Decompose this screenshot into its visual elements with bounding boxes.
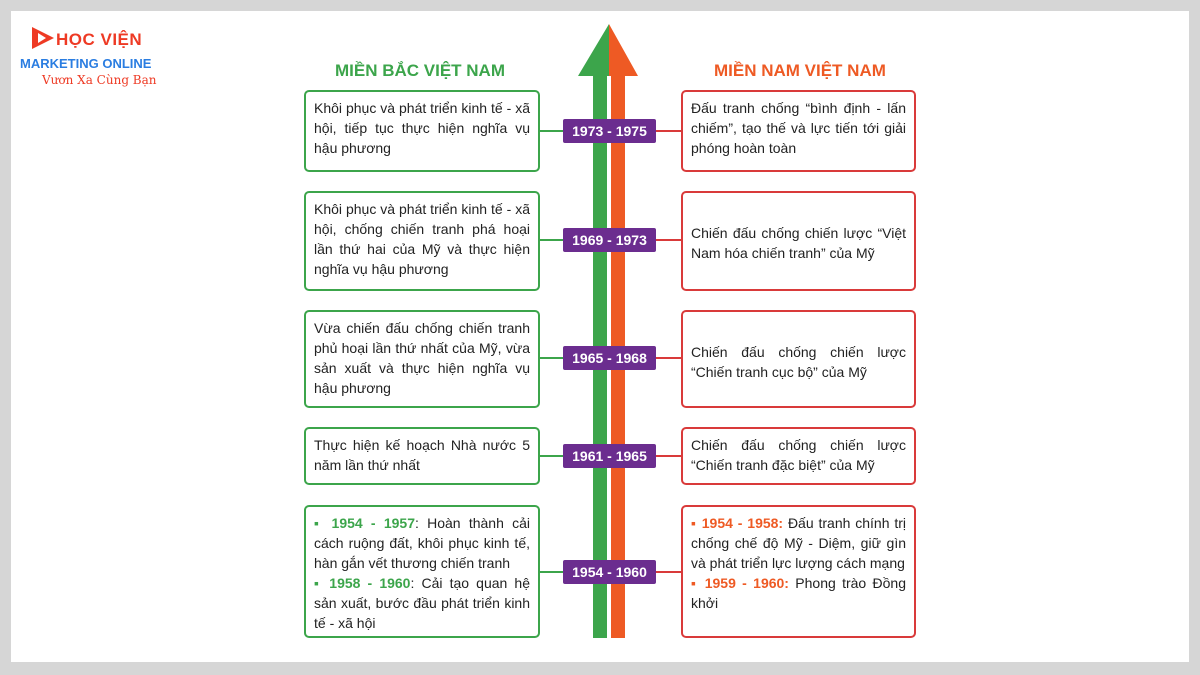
logo: HỌC VIỆN MARKETING ONLINE Vươn Xa Cùng B… [20,22,190,92]
south-box-1969-1973: Chiến đấu chống chiến lược “Việt Nam hóa… [681,191,916,291]
logo-slogan: Vươn Xa Cùng Bạn [42,73,157,87]
connector-right-3 [655,357,683,359]
period-badge: 1954 - 1960 [563,560,656,584]
north-item-text: : Cải tạo quan hệ sản xuất, bước đầu phá… [314,575,530,631]
north-item-text: : Hoàn thành cải cách ruộng đất, khôi ph… [314,515,530,571]
south-header: MIỀN NAM VIỆT NAM [714,61,886,80]
south-box-1965-1968: Chiến đấu chống chiến lược “Chiến tranh … [681,310,916,408]
south-item-text: Đấu tranh chính trị chống chế độ Mỹ - Di… [691,515,906,571]
south-box-1961-1965: Chiến đấu chống chiến lược “Chiến tranh … [681,427,916,485]
north-box-1954-1960: ▪ 1954 - 1957: Hoàn thành cải cách ruộng… [304,505,540,638]
south-item-year: ▪ 1959 - 1960: [691,575,789,591]
north-item-year: ▪ 1958 - 1960 [314,575,411,591]
connector-left-1 [540,130,564,132]
connector-right-2 [655,239,683,241]
logo-title: HỌC VIỆN [56,30,143,49]
south-item-year: ▪ 1954 - 1958: [691,515,784,531]
period-badge: 1961 - 1965 [563,444,656,468]
south-box-1954-1960: ▪ 1954 - 1958: Đấu tranh chính trị chống… [681,505,916,638]
north-list-item: ▪ 1958 - 1960: Cải tạo quan hệ sản xuất,… [314,573,530,633]
connector-left-5 [540,571,564,573]
north-header: MIỀN BẮC VIỆT NAM [335,61,505,80]
connector-left-2 [540,239,564,241]
play-logo-icon [32,27,54,49]
connector-right-5 [655,571,683,573]
period-badge: 1973 - 1975 [563,119,656,143]
connector-left-4 [540,455,564,457]
period-badge: 1965 - 1968 [563,346,656,370]
period-badge: 1969 - 1973 [563,228,656,252]
connector-right-1 [655,130,683,132]
logo-subtitle: MARKETING ONLINE [20,56,152,71]
south-list-item: ▪ 1959 - 1960: Phong trào Đồng khởi [691,573,906,613]
timeline-arrow-icon [578,24,638,638]
north-box-1969-1973: Khôi phục và phát triển kinh tế - xã hội… [304,191,540,291]
south-list-item: ▪ 1954 - 1958: Đấu tranh chính trị chống… [691,513,906,573]
north-box-1965-1968: Vừa chiến đấu chống chiến tranh phủ hoại… [304,310,540,408]
north-list-item: ▪ 1954 - 1957: Hoàn thành cải cách ruộng… [314,513,530,573]
north-item-year: ▪ 1954 - 1957 [314,515,415,531]
south-item-text: Phong trào Đồng khởi [691,575,906,611]
north-box-1961-1965: Thực hiện kế hoạch Nhà nước 5 năm lần th… [304,427,540,485]
south-box-1973-1975: Đấu tranh chống “bình định - lấn chiếm”,… [681,90,916,172]
north-box-1973-1975: Khôi phục và phát triển kinh tế - xã hội… [304,90,540,172]
connector-left-3 [540,357,564,359]
connector-right-4 [655,455,683,457]
